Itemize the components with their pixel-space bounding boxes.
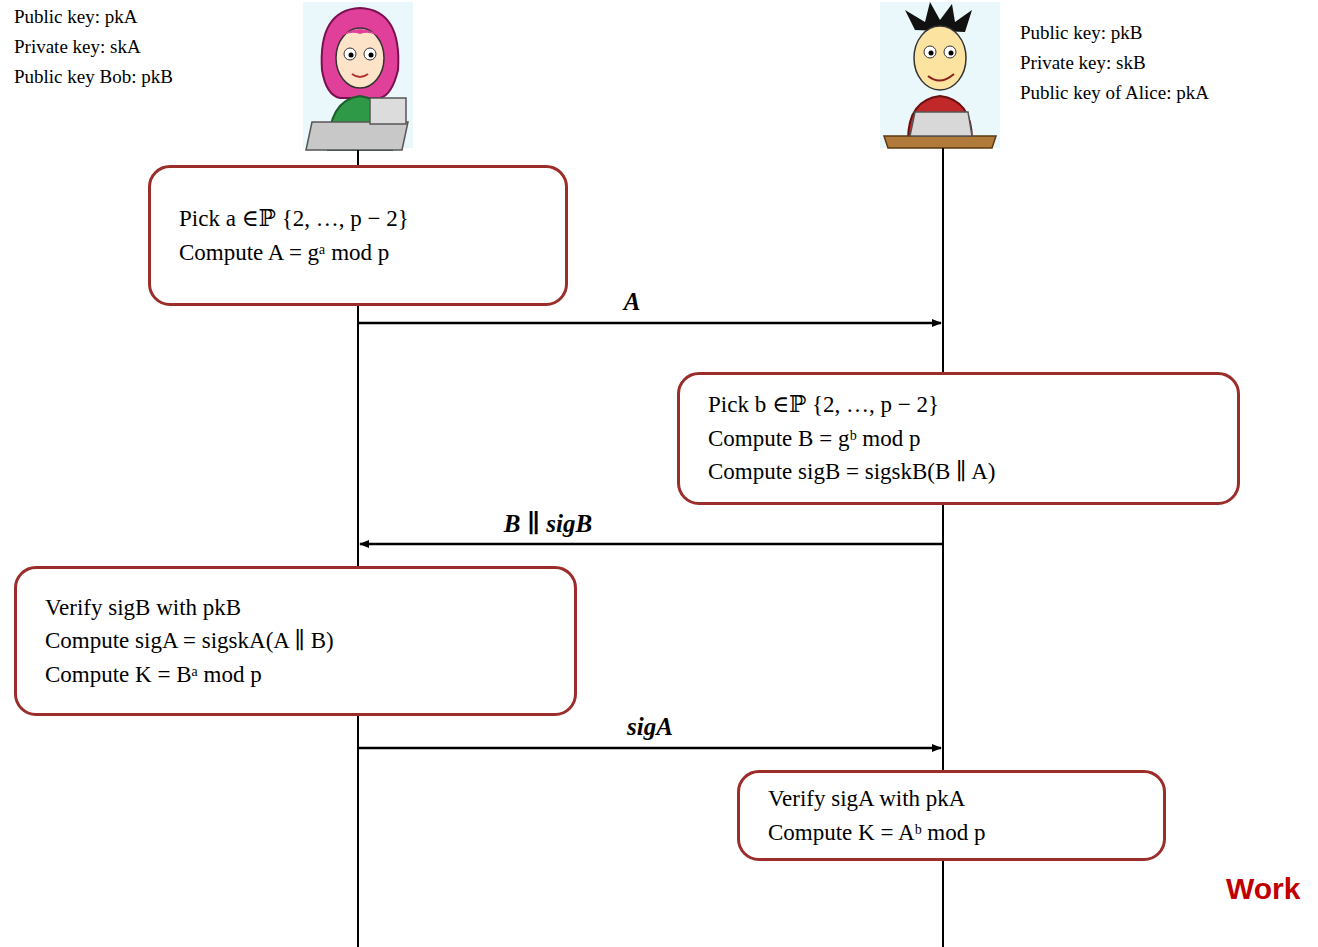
step-text: Verify sigA with pkA: [768, 782, 1135, 815]
process-box: Pick b ∈ℙ {2, …, p − 2}Compute B = gᵇ mo…: [677, 372, 1240, 505]
step-text: Compute K = Aᵇ mod p: [768, 816, 1135, 849]
message-label: B ∥ sigB: [504, 509, 592, 538]
message-arrow: [360, 543, 943, 546]
step-text: Compute K = Bᵃ mod p: [45, 658, 546, 691]
step-text: Compute sigB = sigskB(B ∥ A): [708, 455, 1209, 488]
process-box: Pick a ∈ℙ {2, …, p − 2}Compute A = gᵃ mo…: [148, 165, 568, 306]
step-text: Compute sigA = sigskA(A ∥ B): [45, 624, 546, 657]
message-arrow: [358, 747, 941, 750]
key-info: Public key: pkB: [1020, 22, 1142, 45]
message-label: sigA: [627, 713, 673, 741]
message-label: A: [624, 288, 641, 316]
process-box: Verify sigB with pkBCompute sigA = sigsk…: [14, 566, 577, 716]
bob-figure: [880, 2, 1000, 148]
step-text: Compute A = gᵃ mod p: [179, 236, 537, 269]
message-arrow: [358, 322, 941, 325]
step-text: Pick a ∈ℙ {2, …, p − 2}: [179, 202, 537, 235]
step-text: Compute B = gᵇ mod p: [708, 422, 1209, 455]
alice-figure: [303, 2, 413, 150]
key-info: Private key: skA: [14, 36, 141, 59]
key-info: Public key Bob: pkB: [14, 66, 173, 89]
key-info: Private key: skB: [1020, 52, 1146, 75]
process-box: Verify sigA with pkACompute K = Aᵇ mod p: [737, 770, 1166, 861]
key-info: Public key: pkA: [14, 6, 138, 29]
note-text: Work: [1226, 872, 1300, 906]
step-text: Verify sigB with pkB: [45, 591, 546, 624]
key-info: Public key of Alice: pkA: [1020, 82, 1209, 105]
step-text: Pick b ∈ℙ {2, …, p − 2}: [708, 388, 1209, 421]
